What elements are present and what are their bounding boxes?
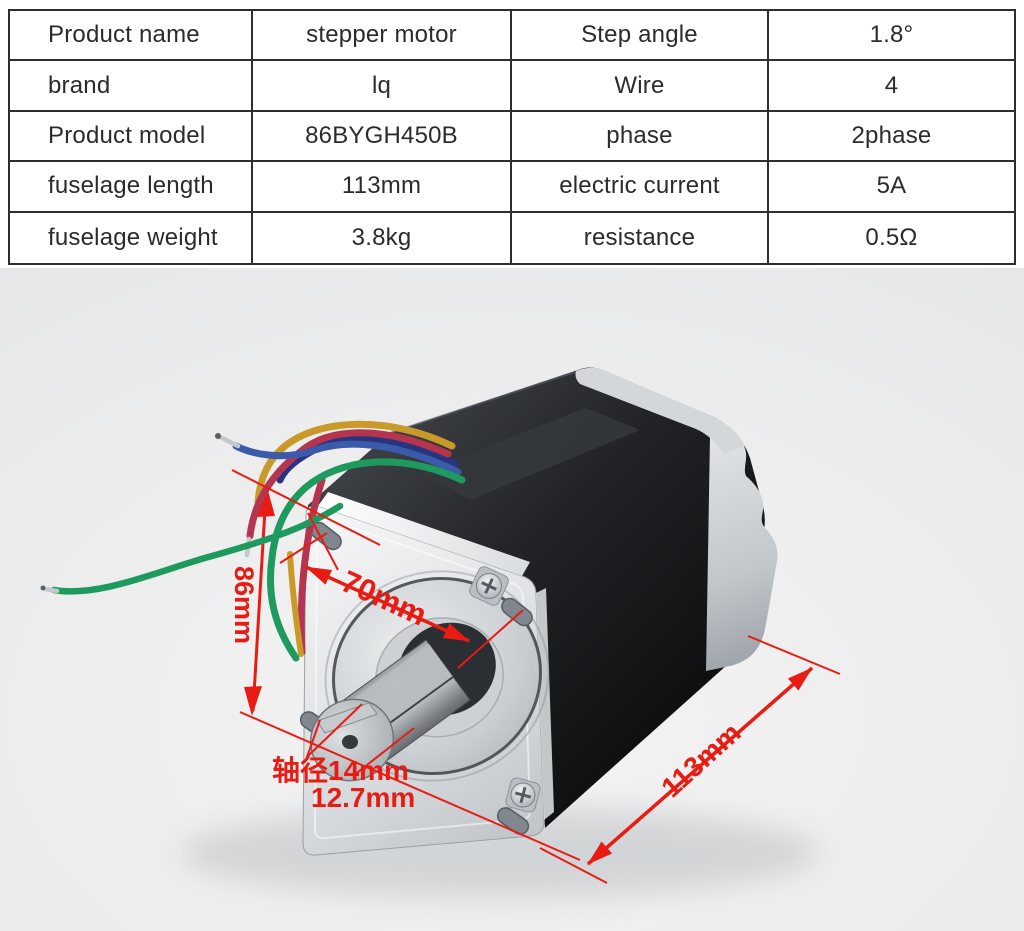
spec-label: Step angle	[512, 11, 769, 62]
spec-label: Wire	[512, 61, 769, 112]
spec-value: lq	[253, 61, 512, 112]
spec-label: phase	[512, 111, 769, 163]
spec-label: brand	[10, 61, 254, 112]
wire-crimson-2	[297, 476, 326, 656]
wire-green-tip	[42, 586, 60, 594]
dim-86mm-line	[244, 487, 275, 716]
stepper-motor-illustration: 86mm	[0, 268, 1024, 931]
flange-screw-top	[469, 566, 509, 606]
spec-value: 0.5Ω	[865, 223, 918, 251]
shaft-center-hole	[342, 735, 358, 749]
spec-label: resistance	[512, 212, 769, 263]
spec-label: fuselage weight	[10, 212, 254, 263]
motor-shaft	[309, 622, 496, 782]
dimension-annotations	[231, 469, 841, 884]
wire-yellow-2	[287, 551, 304, 657]
wire-green-long	[50, 502, 344, 595]
motor-body-sheen	[420, 408, 640, 500]
flange-right-chamfer	[536, 588, 554, 820]
spec-value: 5A	[768, 162, 1014, 213]
dim-shaft-step-label: 12.7mm	[311, 782, 415, 813]
spec-value: 86BYGH450B	[253, 111, 512, 163]
spec-label: Product model	[10, 111, 254, 163]
spec-table: Product name stepper motor Step angle 1.…	[8, 9, 1016, 265]
spec-value: 4	[768, 61, 1014, 112]
spec-value: 3.8kg	[253, 212, 512, 263]
dim-70mm-line	[305, 565, 470, 643]
flange-top-chamfer	[318, 492, 530, 576]
motor-rear-cap	[706, 418, 778, 671]
spec-value: stepper motor	[253, 11, 512, 62]
flange-screw-bottom	[505, 777, 541, 813]
wire-yellow	[254, 420, 456, 506]
dim-86mm-label: 86mm	[229, 566, 259, 644]
spec-value: 1.8°	[768, 11, 1014, 62]
product-photo: 86mm	[0, 268, 1024, 931]
motor-top-chamfer	[575, 367, 745, 454]
wire-blue	[232, 440, 462, 476]
spec-value: 2phase	[768, 112, 1014, 163]
wire-green-arc	[266, 458, 466, 662]
dim-113mm-line	[586, 666, 814, 866]
lead-wires	[40, 420, 466, 662]
spec-label: fuselage length	[10, 162, 254, 213]
spec-label: electric current	[512, 162, 769, 213]
spec-value: 113mm	[253, 162, 512, 213]
spec-label: Product name	[10, 11, 254, 62]
dim-shaft-diameter-label: 轴径14mm	[272, 755, 409, 786]
wire-blue-tip	[217, 434, 241, 449]
